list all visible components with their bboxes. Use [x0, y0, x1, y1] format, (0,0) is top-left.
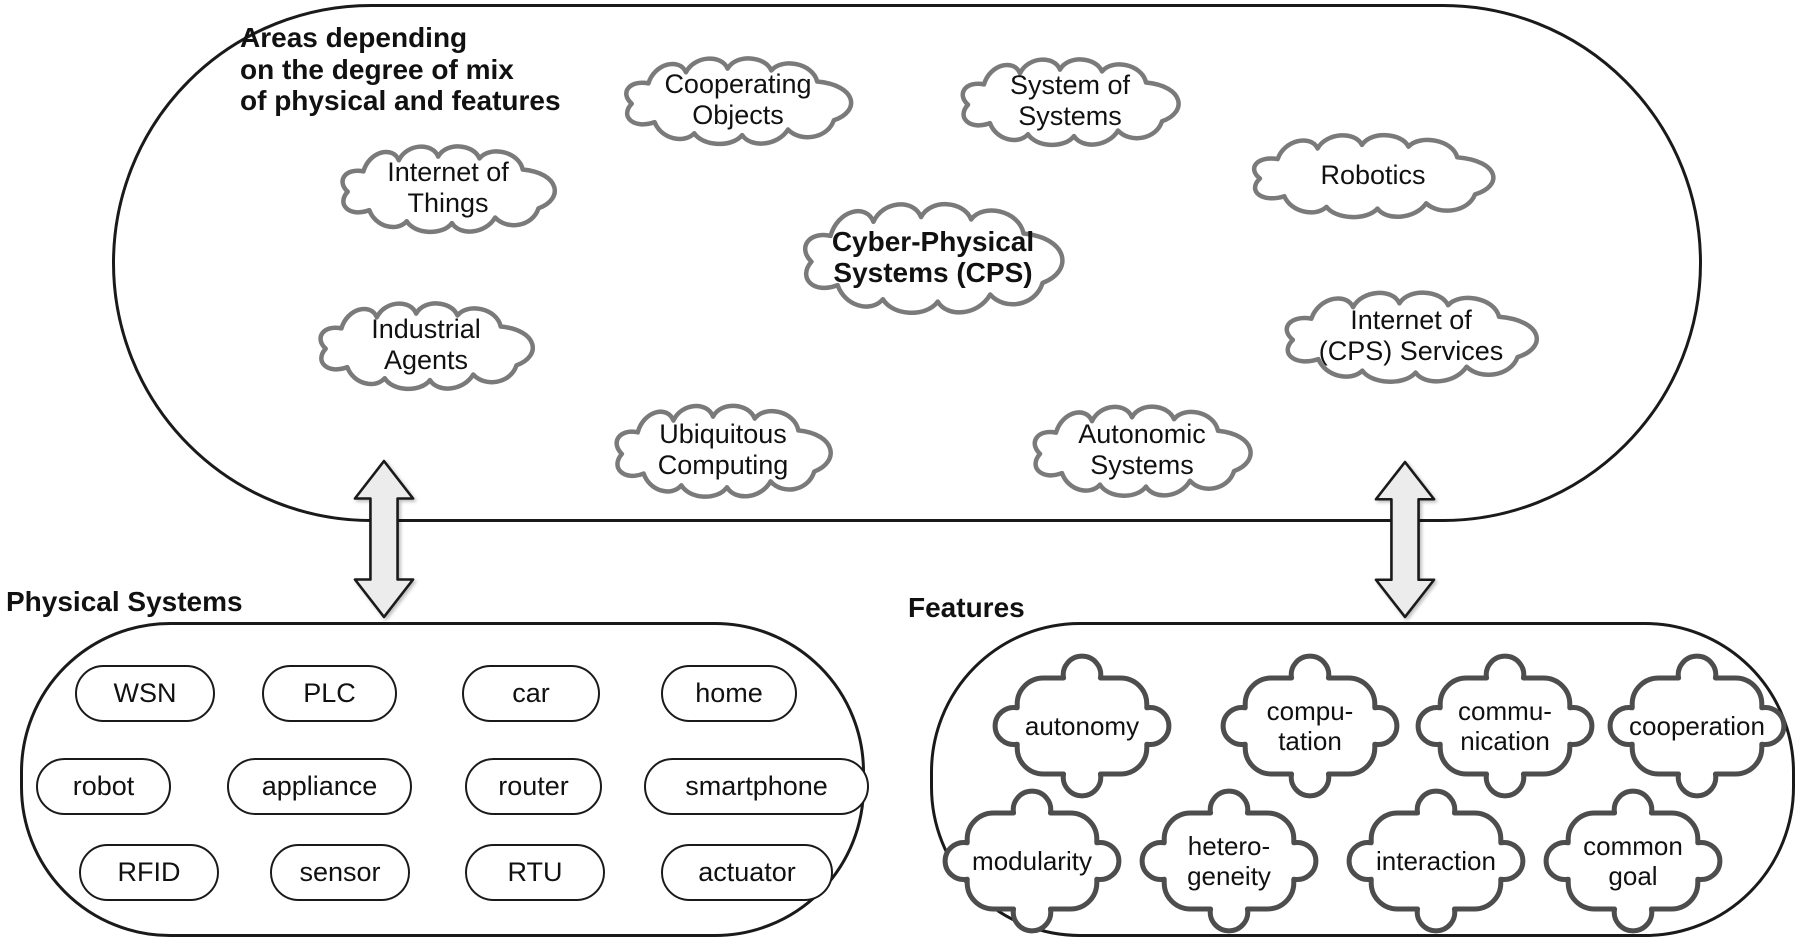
cloud-outline-icon [1272, 286, 1550, 386]
pill-label: WSN [113, 678, 177, 708]
features-title: Features [908, 592, 1025, 623]
cloud-outline-icon [790, 196, 1076, 318]
cloud-cooperating-objects: Cooperating Objects [613, 52, 863, 148]
cloud-outline-icon [1240, 129, 1506, 221]
feature-item-common-goal: common goal [1552, 795, 1714, 927]
feature-item-hetero-geneity: hetero- geneity [1148, 795, 1310, 927]
physical-item-car: car [462, 665, 600, 722]
feature-blob-icon [1552, 795, 1714, 927]
feature-blob-icon [1001, 660, 1163, 792]
feature-item-interaction: interaction [1355, 795, 1517, 927]
pill-label: RFID [117, 857, 181, 887]
cloud-outline-icon [330, 140, 566, 236]
feature-blob-icon [1616, 660, 1778, 792]
feature-blob-icon [1424, 660, 1586, 792]
physical-item-actuator: actuator [661, 844, 833, 901]
cloud-autonomic-systems: Autonomic Systems [1022, 400, 1262, 500]
pill-label: appliance [261, 771, 378, 801]
pill-label: router [498, 771, 569, 801]
physical-item-wsn: WSN [75, 665, 215, 722]
pill-label: actuator [698, 857, 796, 887]
areas-region-title: Areas depending on the degree of mix of … [240, 22, 561, 116]
cloud-ubiquitous-computing: Ubiquitous Computing [604, 399, 842, 501]
cloud-outline-icon [950, 53, 1190, 149]
pill-label: PLC [303, 678, 356, 708]
feature-blob-icon [1355, 795, 1517, 927]
double-arrow-icon [1374, 459, 1436, 620]
cloud-outline-icon [1022, 400, 1262, 500]
cloud-cyber-physical-systems-cps: Cyber-Physical Systems (CPS) [790, 196, 1076, 318]
pill-label: smartphone [685, 771, 828, 801]
feature-item-commu-nication: commu- nication [1424, 660, 1586, 792]
cloud-outline-icon [308, 297, 544, 393]
physical-item-plc: PLC [262, 665, 397, 722]
connector-right-double-arrow [1374, 459, 1436, 620]
double-arrow-icon [353, 458, 415, 620]
physical-item-home: home [661, 665, 797, 722]
physical-item-sensor: sensor [270, 844, 410, 901]
feature-blob-icon [1229, 660, 1391, 792]
feature-blob-icon [1148, 795, 1310, 927]
physical-item-rtu: RTU [465, 844, 605, 901]
feature-item-modularity: modularity [951, 795, 1113, 927]
physical-item-smartphone: smartphone [644, 758, 869, 815]
pill-label: robot [72, 771, 135, 801]
cloud-outline-icon [604, 399, 842, 501]
physical-item-router: router [465, 758, 602, 815]
cloud-internet-of-cps-services: Internet of (CPS) Services [1272, 286, 1550, 386]
areas-region-outline [112, 4, 1702, 522]
pill-label: car [512, 678, 550, 708]
cloud-robotics: Robotics [1240, 129, 1506, 221]
connector-left-double-arrow [353, 458, 415, 620]
feature-item-cooperation: cooperation [1616, 660, 1778, 792]
cloud-industrial-agents: Industrial Agents [308, 297, 544, 393]
physical-item-rfid: RFID [79, 844, 219, 901]
pill-label: sensor [299, 857, 381, 887]
features-outline [930, 622, 1795, 937]
physical-systems-title: Physical Systems [6, 586, 243, 617]
feature-item-autonomy: autonomy [1001, 660, 1163, 792]
feature-blob-icon [951, 795, 1113, 927]
pill-label: home [695, 678, 763, 708]
cloud-system-of-systems: System of Systems [950, 53, 1190, 149]
feature-item-compu-tation: compu- tation [1229, 660, 1391, 792]
physical-item-appliance: appliance [227, 758, 412, 815]
physical-item-robot: robot [36, 758, 171, 815]
cloud-outline-icon [613, 52, 863, 148]
pill-label: RTU [507, 857, 563, 887]
cloud-internet-of-things: Internet of Things [330, 140, 566, 236]
